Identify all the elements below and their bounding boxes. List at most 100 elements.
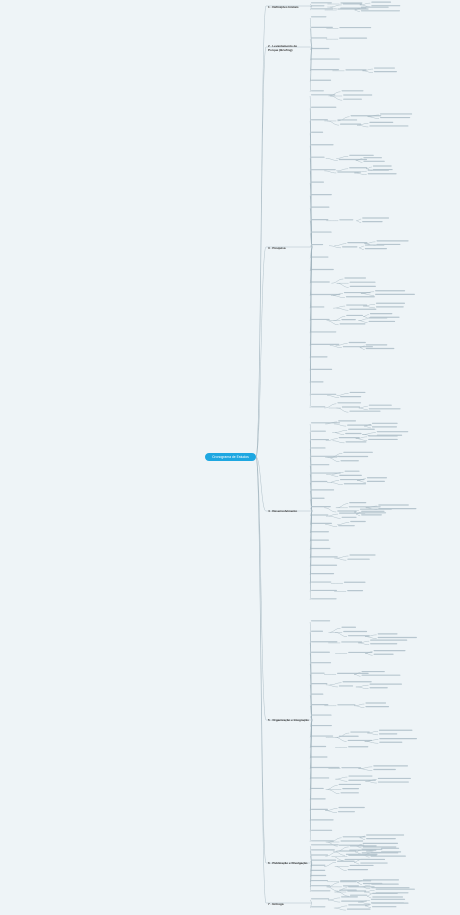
node-text-placeholder bbox=[311, 547, 331, 550]
connector bbox=[326, 513, 339, 517]
connector bbox=[335, 776, 348, 780]
connector bbox=[367, 116, 380, 119]
node-text-placeholder bbox=[311, 906, 326, 908]
node-text-placeholder bbox=[365, 702, 387, 704]
section-entrega[interactable]: 7 - Entrega bbox=[268, 902, 284, 906]
connector bbox=[334, 243, 347, 246]
node-text-placeholder bbox=[311, 356, 328, 358]
node-text-placeholder bbox=[311, 79, 332, 81]
node-text-placeholder bbox=[311, 539, 329, 541]
node-text-placeholder bbox=[341, 767, 362, 769]
node-text-placeholder bbox=[311, 5, 325, 7]
node-text-placeholder bbox=[350, 115, 382, 117]
connector bbox=[336, 168, 349, 172]
node-text-placeholder bbox=[311, 898, 330, 900]
node-text-placeholder bbox=[364, 244, 385, 246]
connector bbox=[255, 456, 267, 512]
node-text-placeholder bbox=[311, 489, 335, 491]
node-text-placeholder bbox=[341, 626, 357, 628]
node-text-placeholder bbox=[311, 26, 333, 28]
node-text-placeholder bbox=[367, 173, 397, 175]
node-text-placeholder bbox=[339, 889, 357, 891]
node-text-placeholder bbox=[311, 219, 329, 221]
connector bbox=[324, 862, 337, 867]
node-text-placeholder bbox=[341, 406, 361, 408]
section-organizacao[interactable]: 5 - Organização e Integração bbox=[268, 718, 309, 722]
node-text-placeholder bbox=[311, 194, 332, 196]
node-text-placeholder bbox=[365, 347, 395, 350]
node-text-placeholder bbox=[369, 687, 388, 689]
connector bbox=[331, 856, 344, 861]
node-text-placeholder bbox=[311, 430, 326, 432]
node-text-placeholder bbox=[375, 290, 406, 292]
connector bbox=[309, 899, 313, 904]
connector bbox=[354, 9, 360, 12]
node-text-placeholder bbox=[339, 26, 372, 29]
connector bbox=[309, 902, 313, 909]
node-text-placeholder bbox=[311, 472, 341, 474]
node-text-placeholder bbox=[311, 651, 330, 653]
root-node[interactable]: Cronograma de Estudos bbox=[205, 453, 256, 461]
node-text-placeholder bbox=[363, 160, 385, 162]
node-text-placeholder bbox=[349, 308, 377, 310]
section-definicoes[interactable]: 1 - Definições Iniciais bbox=[268, 5, 299, 9]
node-text-placeholder bbox=[349, 167, 368, 169]
node-text-placeholder bbox=[311, 181, 324, 183]
node-text-placeholder bbox=[371, 422, 398, 424]
connector bbox=[328, 628, 341, 633]
node-text-placeholder bbox=[372, 906, 397, 908]
connector bbox=[334, 737, 347, 742]
node-text-placeholder bbox=[361, 670, 385, 673]
node-text-placeholder bbox=[311, 885, 331, 887]
node-text-placeholder bbox=[311, 641, 338, 643]
node-text-placeholder bbox=[341, 90, 364, 92]
node-text-placeholder bbox=[381, 847, 400, 849]
connector bbox=[334, 423, 347, 427]
connector bbox=[358, 406, 368, 409]
section-briefing[interactable]: 2 - Levantamento de Porque (Briefing) bbox=[268, 44, 298, 52]
node-text-placeholder bbox=[344, 277, 366, 279]
node-text-placeholder bbox=[368, 408, 401, 410]
connector bbox=[327, 120, 340, 126]
node-text-placeholder bbox=[311, 630, 324, 632]
connector bbox=[336, 156, 349, 159]
node-text-placeholder bbox=[311, 368, 333, 370]
node-text-placeholder bbox=[361, 514, 382, 516]
connector bbox=[362, 70, 373, 73]
node-text-placeholder bbox=[349, 281, 376, 283]
node-text-placeholder bbox=[368, 320, 396, 323]
node-text-placeholder bbox=[337, 704, 356, 706]
node-text-placeholder bbox=[366, 480, 385, 482]
connector bbox=[327, 480, 340, 483]
node-text-placeholder bbox=[342, 788, 359, 790]
node-text-placeholder bbox=[343, 94, 373, 96]
node-text-placeholder bbox=[339, 37, 368, 39]
section-desenvolvimento[interactable]: 4 - Desenvolvimento bbox=[268, 509, 298, 513]
node-text-placeholder bbox=[360, 862, 388, 864]
node-text-placeholder bbox=[341, 896, 358, 898]
connector bbox=[330, 482, 343, 485]
node-text-placeholder bbox=[311, 106, 337, 108]
node-text-placeholder bbox=[311, 90, 324, 92]
node-text-placeholder bbox=[337, 171, 361, 173]
connector bbox=[354, 860, 360, 863]
node-text-placeholder bbox=[311, 704, 329, 706]
node-text-placeholder bbox=[311, 840, 334, 842]
connector bbox=[355, 851, 361, 855]
node-text-placeholder bbox=[378, 729, 413, 731]
node-text-placeholder bbox=[311, 281, 330, 283]
connector bbox=[367, 732, 378, 736]
section-publicacao[interactable]: 6 - Publicação e Divulgação bbox=[268, 861, 308, 865]
node-text-placeholder bbox=[369, 683, 402, 685]
node-text-placeholder bbox=[366, 834, 405, 836]
connector bbox=[355, 438, 368, 441]
connector bbox=[354, 703, 365, 707]
connector bbox=[365, 905, 372, 908]
node-text-placeholder bbox=[379, 738, 417, 740]
connector bbox=[336, 307, 349, 311]
node-text-placeholder bbox=[362, 846, 397, 848]
connector bbox=[337, 522, 350, 525]
section-pesquisa[interactable]: 3 - Pesquisa bbox=[268, 246, 286, 250]
node-text-placeholder bbox=[348, 746, 369, 748]
node-text-placeholder bbox=[311, 745, 327, 748]
